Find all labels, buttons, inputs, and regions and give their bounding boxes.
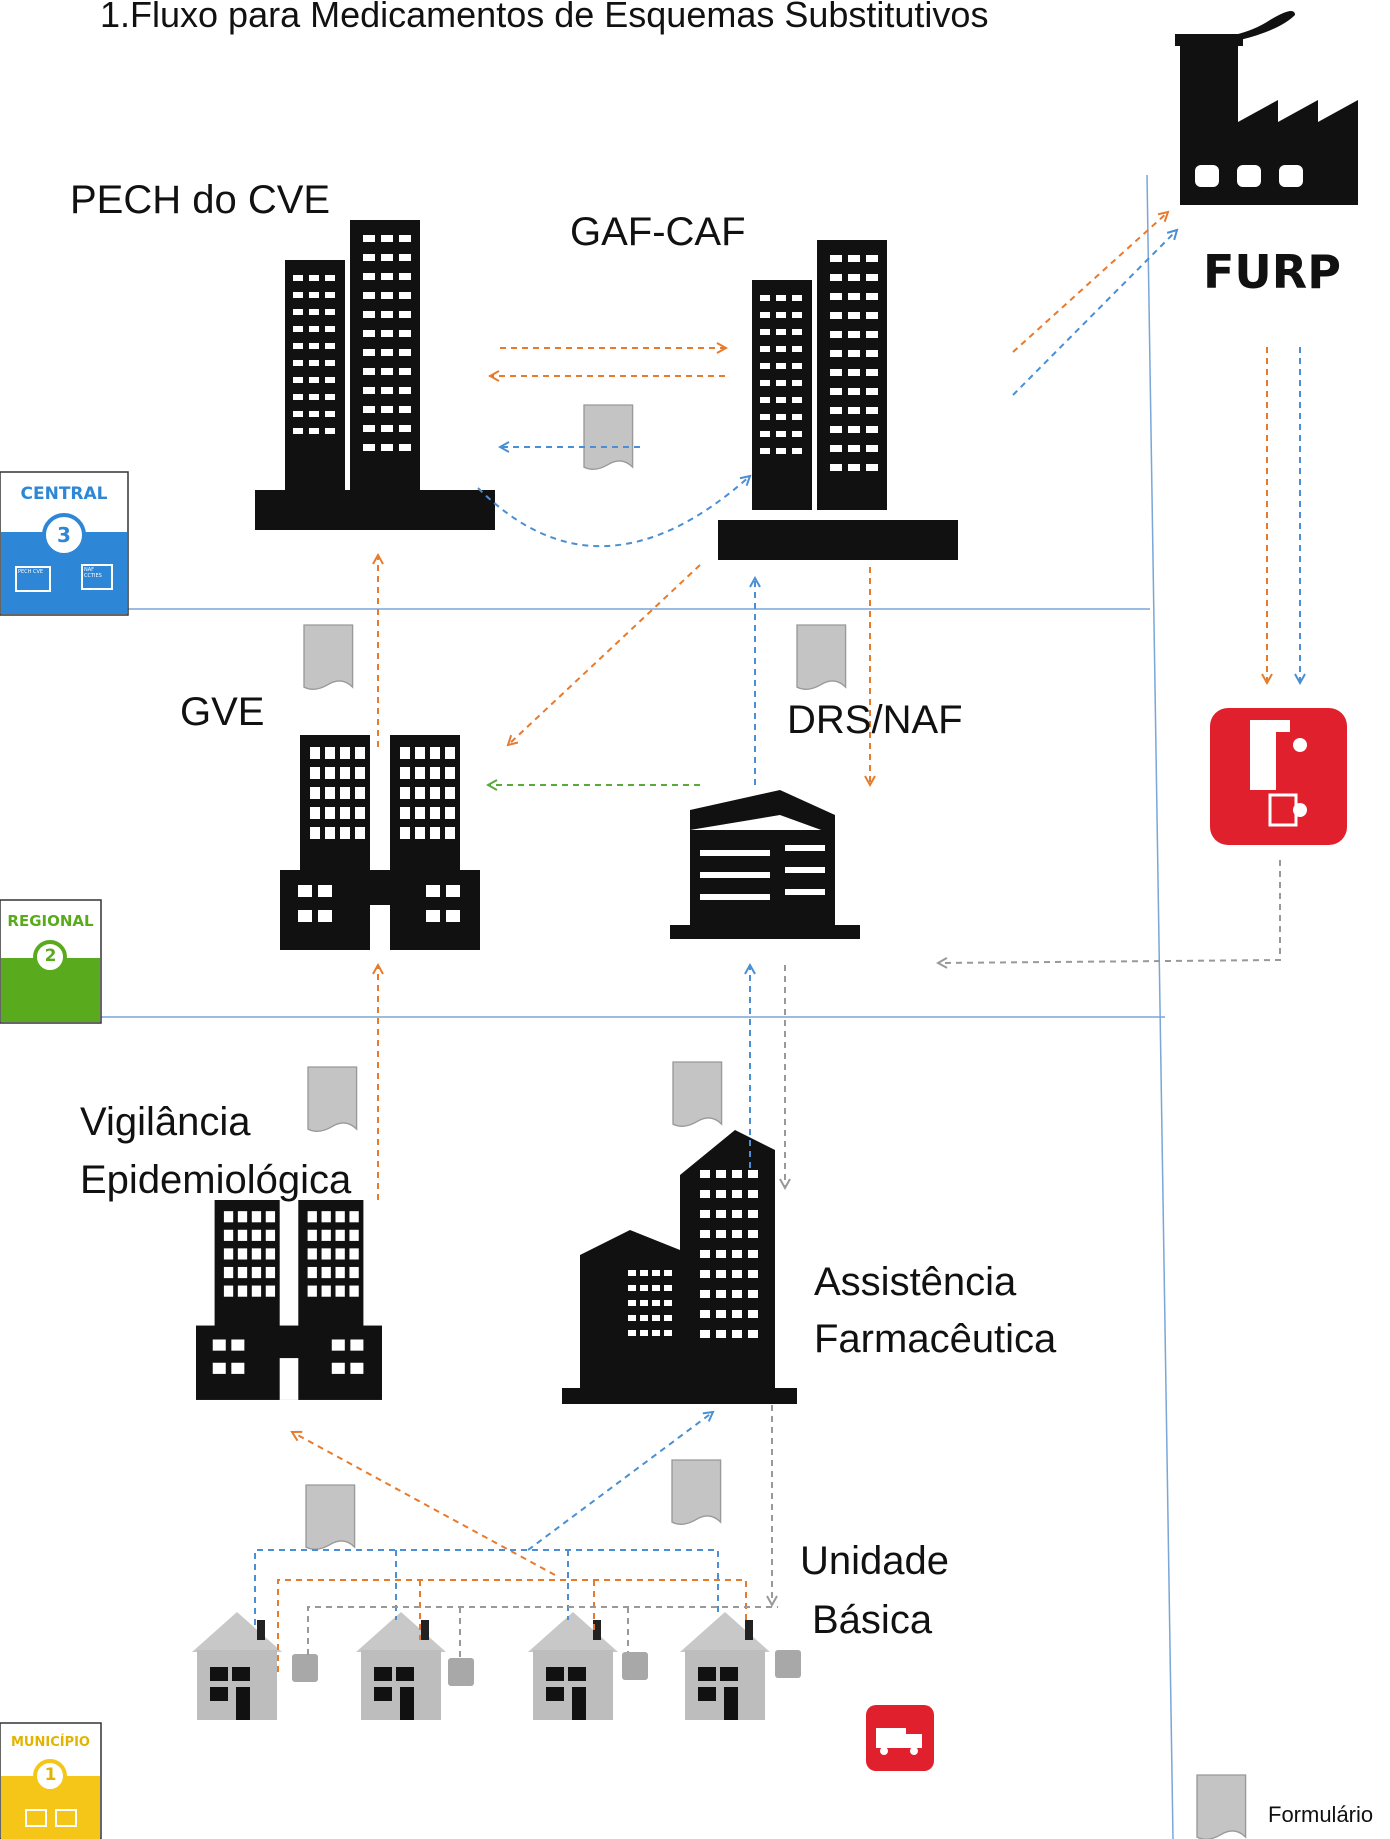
level-label-central: CENTRAL xyxy=(20,484,108,504)
building-base xyxy=(718,520,958,560)
level-badge-regional xyxy=(0,899,102,1024)
building-icon xyxy=(670,790,860,939)
legend-form-label: Formulário xyxy=(1268,1802,1374,1827)
level-number-municipio: 1 xyxy=(44,1765,57,1785)
house-icon xyxy=(528,1612,618,1720)
building-icon xyxy=(285,220,420,490)
level-label-regional: REGIONAL xyxy=(7,912,94,930)
node-label-gve: GVE xyxy=(180,690,265,734)
building-icon xyxy=(280,735,480,950)
building-icon xyxy=(196,1200,382,1400)
node-label-assistencia-1: Assistência xyxy=(814,1260,1017,1304)
form-icon xyxy=(305,1484,356,1550)
page-title: 1.Fluxo para Medicamentos de Esquemas Su… xyxy=(100,0,989,35)
house-icon xyxy=(356,1612,446,1720)
flow-arrows-gray xyxy=(307,860,1281,1658)
building-icon xyxy=(752,240,887,510)
building-icon xyxy=(562,1130,797,1404)
node-label-furp: FURP xyxy=(1203,245,1341,299)
flow-arrows-blue xyxy=(254,230,1300,1625)
form-icon xyxy=(583,404,634,470)
node-label-unidade-1: Unidade xyxy=(800,1539,950,1583)
house-icon xyxy=(680,1612,770,1720)
node-label-vigilancia-2: Epidemiológica xyxy=(80,1158,352,1202)
flow-arrows-orange xyxy=(277,212,1267,1672)
central-item-naf: NAF CCTIES xyxy=(84,567,102,579)
level-badge-central xyxy=(0,471,129,616)
node-label-vigilancia-1: Vigilância xyxy=(80,1100,251,1144)
form-icon xyxy=(671,1459,722,1525)
level-badge-municipio xyxy=(0,1722,102,1839)
factory-icon xyxy=(1175,11,1358,205)
node-label-unidade-2: Básica xyxy=(812,1598,933,1642)
level-number-regional: 2 xyxy=(44,946,57,966)
node-label-assistencia-2: Farmacêutica xyxy=(814,1317,1057,1361)
form-icon xyxy=(303,624,354,690)
level-label-municipio: MUNICÍPIO xyxy=(10,1735,90,1750)
form-icon xyxy=(1196,1774,1247,1839)
truck-icon xyxy=(1210,708,1347,845)
form-icon xyxy=(307,1066,358,1132)
node-label-drs: DRS/NAF xyxy=(787,698,963,742)
central-item-pech: PECH CVE xyxy=(18,569,44,575)
house-icon xyxy=(192,1612,282,1720)
form-icon xyxy=(796,624,847,690)
node-label-gafcaf: GAF-CAF xyxy=(570,210,746,254)
truck-icon xyxy=(866,1705,934,1771)
form-icon xyxy=(672,1061,723,1127)
level-number-central: 3 xyxy=(57,523,71,547)
node-label-pech: PECH do CVE xyxy=(70,178,331,222)
building-base xyxy=(255,490,495,530)
